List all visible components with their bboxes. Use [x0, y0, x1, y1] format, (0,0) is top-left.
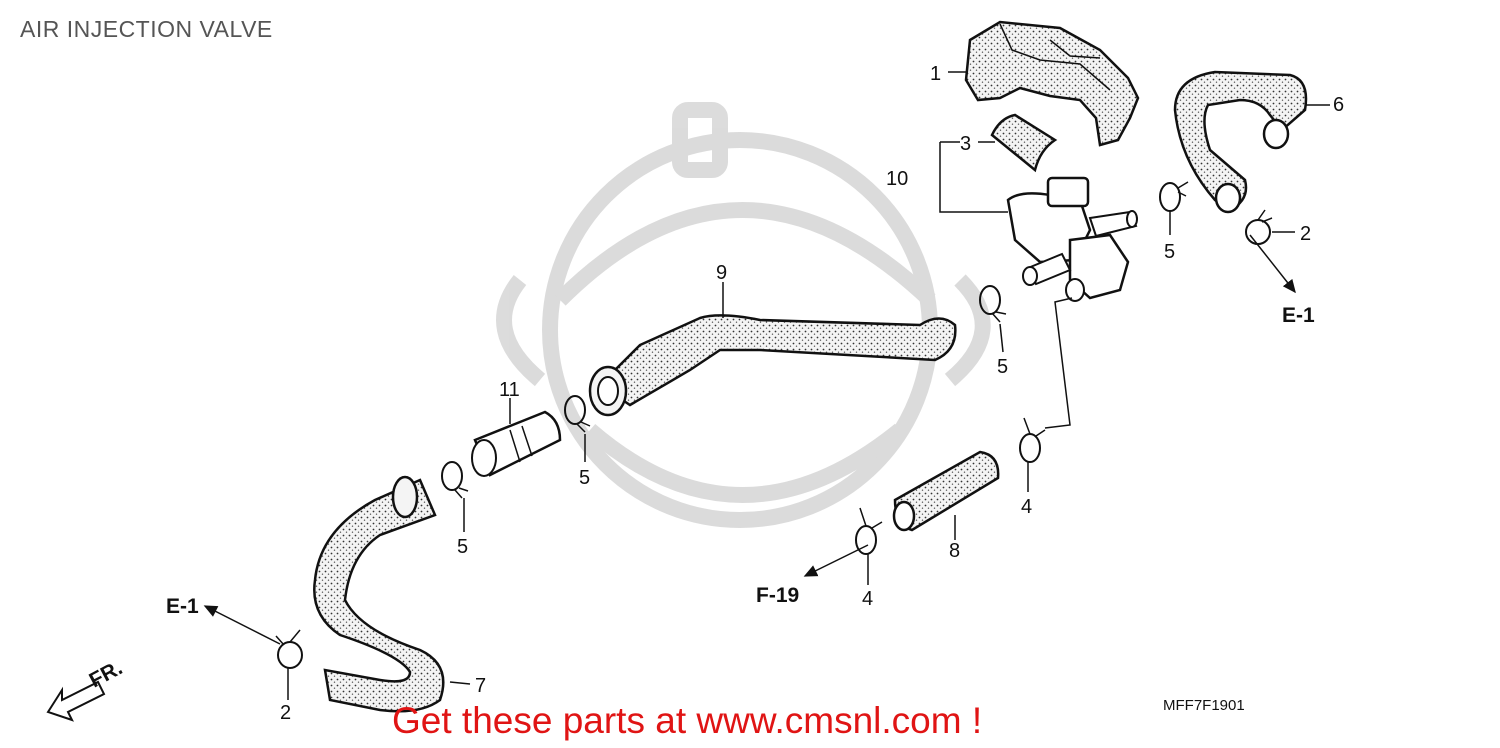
- part-9-hose-bore: [597, 376, 619, 406]
- ref-f19: F-19: [756, 584, 799, 607]
- part-6-hose-end: [1214, 182, 1242, 214]
- leader-lines: [203, 71, 1330, 700]
- diagram-code: MFF7F1901: [1163, 697, 1245, 714]
- page-title: AIR INJECTION VALVE: [20, 16, 273, 42]
- part-11-joint[interactable]: [471, 410, 562, 477]
- clamp-5-c[interactable]: [564, 395, 591, 433]
- label-part-8: 8: [949, 540, 960, 562]
- clamp-5-a[interactable]: [1159, 181, 1189, 212]
- label-part-7: 7: [475, 675, 486, 697]
- clamp-2-b[interactable]: [275, 629, 303, 669]
- label-part-3: 3: [960, 133, 971, 155]
- part-10-air-injection-valve[interactable]: [1006, 176, 1138, 302]
- clamp-2-a[interactable]: [1245, 209, 1273, 245]
- label-part-4: 4: [1021, 496, 1032, 518]
- part-9-hose[interactable]: [598, 314, 957, 407]
- part-7-hose-end: [391, 475, 419, 519]
- label-part-9: 9: [716, 262, 727, 284]
- front-direction-arrow: FR.: [46, 656, 126, 722]
- label-part-5: 5: [997, 356, 1008, 378]
- label-part-10: 10: [886, 168, 908, 190]
- label-part-6: 6: [1333, 94, 1344, 116]
- part-3-sleeve[interactable]: [990, 113, 1058, 173]
- ref-e1-right: E-1: [1282, 304, 1315, 327]
- part-6-hose-end: [1262, 118, 1290, 150]
- ref-e1-left: E-1: [166, 595, 199, 618]
- promo-banner[interactable]: Get these parts at www.cmsnl.com !: [392, 700, 983, 741]
- part-7-hose[interactable]: [313, 478, 445, 713]
- clamp-5-d[interactable]: [441, 461, 469, 499]
- clamp-4-a[interactable]: [1019, 417, 1046, 463]
- label-part-11: 11: [499, 379, 520, 401]
- part-6-hose[interactable]: [1173, 70, 1308, 212]
- clamp-5-b[interactable]: [979, 285, 1007, 323]
- clamp-4-b[interactable]: [855, 507, 883, 555]
- label-part-5: 5: [1164, 241, 1175, 263]
- watermark-logo: [496, 102, 991, 528]
- part-8-hose-end: [892, 500, 916, 532]
- part-1-cover[interactable]: [964, 20, 1140, 147]
- label-part-5: 5: [457, 536, 468, 558]
- label-part-5: 5: [579, 467, 590, 489]
- label-part-2: 2: [280, 702, 291, 724]
- label-part-4: 4: [862, 588, 873, 610]
- label-part-1: 1: [930, 63, 941, 85]
- label-part-2: 2: [1300, 223, 1311, 245]
